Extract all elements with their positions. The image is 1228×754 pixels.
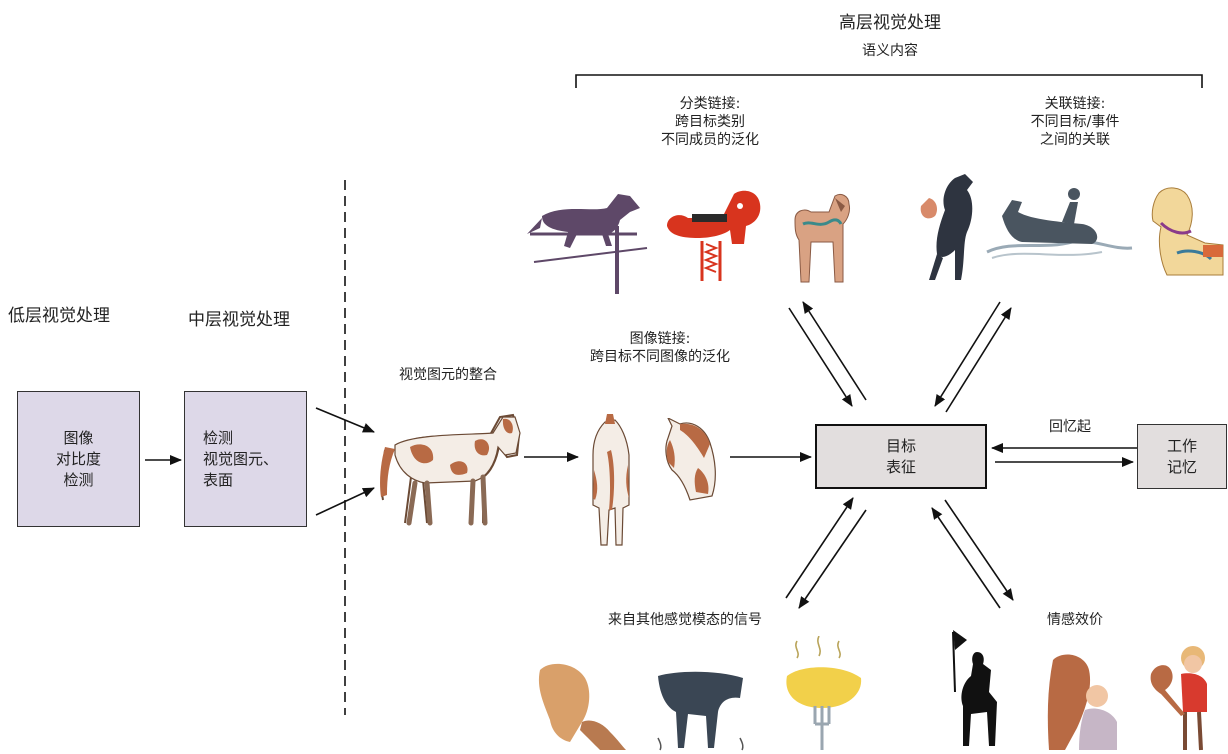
arrow-senses-down — [798, 509, 867, 609]
carousel-horse-illustration — [1151, 187, 1224, 276]
arrow-categorical-up — [802, 301, 867, 401]
horse-touch-illustration — [538, 663, 626, 750]
image-link-line2: 跨目标不同图像的泛化 — [590, 349, 730, 365]
arrow-mid-to-integration-top — [315, 407, 375, 433]
associative-line2: 不同目标/事件 — [1030, 114, 1120, 130]
valence-label: 情感效价 — [1047, 612, 1103, 628]
high-level-title: 高层视觉处理 — [839, 13, 941, 33]
categorical-line3: 不同成员的泛化 — [661, 132, 759, 148]
box-mid-line3: 表面 — [203, 470, 234, 489]
working-memory-line1: 工作 — [1166, 436, 1197, 455]
associative-line1: 关联链接: — [1044, 96, 1106, 112]
object-box-line1: 目标 — [885, 436, 916, 455]
high-level-subtitle: 语义内容 — [862, 43, 918, 59]
arrow-valence-up — [931, 507, 1001, 609]
arrow-senses-up — [785, 497, 854, 599]
categorical-line2: 跨目标类别 — [675, 114, 745, 130]
hay-fork-illustration — [786, 636, 862, 750]
arrow-associative-up — [945, 307, 1012, 413]
box-mid-line2: 视觉图元、 — [203, 449, 279, 468]
categorical-label: 分类链接: 跨目标类别 不同成员的泛化 — [630, 95, 790, 149]
knight-rider-illustration — [952, 630, 997, 746]
box-low-line2: 对比度 — [55, 449, 101, 468]
semantic-bracket — [575, 74, 1203, 88]
girl-hugging-horse-illustration — [1047, 654, 1117, 750]
object-representation-box: 目标 表征 — [815, 424, 987, 489]
arrow-valence-down — [944, 499, 1014, 601]
mid-level-title: 中层视觉处理 — [188, 310, 290, 330]
horse-rear-illustration — [592, 414, 630, 546]
recall-label: 回忆起 — [1049, 419, 1091, 435]
rocking-horse-illustration — [667, 190, 761, 281]
working-memory-box: 工作 记忆 — [1137, 424, 1227, 489]
working-memory-line2: 记忆 — [1166, 457, 1197, 476]
box-low-line1: 图像 — [63, 428, 94, 447]
image-link-line1: 图像链接: — [629, 331, 691, 347]
detect-primitives-box: 检测 视觉图元、 表面 — [184, 391, 307, 527]
arrow-mid-to-integration-bottom — [315, 487, 375, 516]
child-hobby-horse-illustration — [1150, 646, 1207, 751]
integration-label: 视觉图元的整合 — [399, 367, 497, 383]
box-mid-line1: 检测 — [203, 428, 234, 447]
box-low-line3: 检测 — [63, 470, 94, 489]
arrow-categorical-down — [788, 307, 853, 407]
paint-horse-illustration — [380, 413, 521, 526]
associative-label: 关联链接: 不同目标/事件 之间的关联 — [1005, 95, 1145, 149]
low-level-title: 低层视觉处理 — [8, 306, 110, 326]
image-contrast-box: 图像 对比度 检测 — [17, 391, 140, 527]
horse-head-illustration — [665, 418, 716, 501]
associative-line3: 之间的关联 — [1040, 132, 1110, 148]
rider-water-illustration — [986, 188, 1133, 259]
object-box-line2: 表征 — [885, 457, 916, 476]
other-senses-label: 来自其他感觉模态的信号 — [608, 612, 762, 628]
arrow-associative-down — [934, 301, 1001, 407]
categorical-line1: 分类链接: — [679, 96, 741, 112]
weathervane-illustration — [527, 194, 648, 294]
dala-horse-illustration — [794, 193, 850, 283]
image-link-label: 图像链接: 跨目标不同图像的泛化 — [560, 330, 760, 366]
rearing-horse-illustration — [920, 174, 973, 280]
galloping-legs-illustration — [657, 671, 744, 751]
